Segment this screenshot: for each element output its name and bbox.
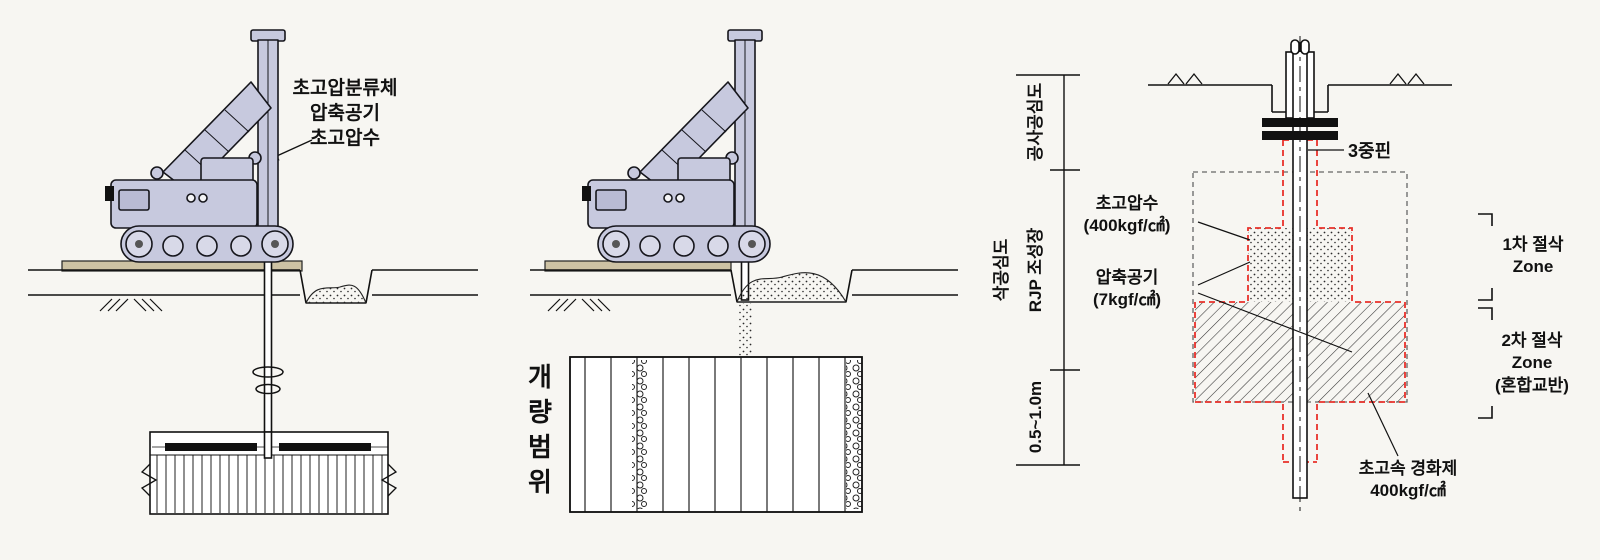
rotation-spirals bbox=[252, 366, 284, 395]
hardener-label: 초고속 경화제 400kgf/㎠ bbox=[1358, 459, 1458, 501]
high-pressure-water-label: 초고압수 (400kgf/㎠) bbox=[1083, 194, 1171, 236]
triple-rod-label: 3중핀 bbox=[1348, 141, 1392, 161]
break-zigzag-right bbox=[380, 463, 398, 497]
jet-fluid-label: 초고압분류체 압축공기 초고압수 bbox=[292, 78, 398, 150]
improvement-range-label: 개 량 범 위 bbox=[528, 362, 552, 498]
depth-top-label: 공사공심도 bbox=[1025, 82, 1045, 162]
soil-hatch-marks bbox=[99, 298, 163, 312]
bubble-column-right bbox=[846, 360, 862, 509]
improvement-range-block bbox=[569, 356, 863, 513]
depth-bottom-label: 0.5~1.0m bbox=[1025, 380, 1045, 454]
soil-hatch-marks bbox=[547, 298, 611, 312]
leader-lines bbox=[1197, 149, 1399, 457]
middle-diagram bbox=[530, 29, 958, 513]
drill-rig bbox=[581, 29, 771, 263]
soilcrete-column bbox=[140, 431, 398, 515]
ground-symbol-right bbox=[1389, 72, 1425, 85]
right-diagram bbox=[1016, 36, 1493, 512]
jet-arm-right bbox=[279, 443, 371, 451]
spoil-mound bbox=[305, 284, 367, 304]
ground-surface bbox=[1148, 72, 1452, 113]
depth-overall-label: 삭공심도 bbox=[991, 238, 1011, 302]
rod-cap-left bbox=[1290, 39, 1300, 55]
depth-mid-label: RJP 조성장 bbox=[1025, 227, 1045, 313]
grout-stream bbox=[739, 303, 752, 357]
spoil-mound bbox=[736, 272, 847, 303]
zone1-label: 1차 절삭 Zone bbox=[1502, 235, 1564, 277]
drill-rod bbox=[263, 247, 273, 461]
bubble-column-left bbox=[632, 360, 648, 509]
rod-cap-right bbox=[1300, 39, 1310, 55]
zone2-label: 2차 절삭 Zone (혼합교반) bbox=[1495, 331, 1569, 395]
break-zigzag-left bbox=[140, 463, 158, 497]
depth-dimension-lines bbox=[1016, 74, 1080, 466]
compressed-air-label: 압축공기 (7kgf/㎠) bbox=[1093, 268, 1161, 310]
collar-bar-upper bbox=[1262, 118, 1338, 127]
ground-symbol-left bbox=[1167, 72, 1203, 85]
left-diagram bbox=[28, 29, 478, 515]
jet-arm-left bbox=[165, 443, 257, 451]
zone-brackets bbox=[1478, 213, 1493, 419]
